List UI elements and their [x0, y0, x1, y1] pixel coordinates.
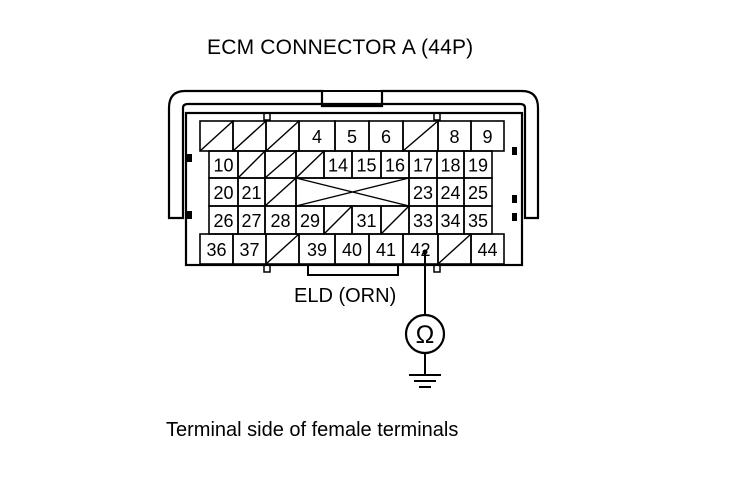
terminal-number-26: 26: [213, 211, 233, 231]
terminal-number-14: 14: [328, 156, 348, 176]
terminal-number-21: 21: [241, 183, 261, 203]
terminal-number-41: 41: [376, 240, 396, 260]
connector-housing: [167, 89, 540, 220]
side-key-left-lower: [187, 211, 192, 219]
ground-icon: [409, 374, 441, 388]
terminal-number-9: 9: [482, 127, 492, 147]
unused-terminal-slash: [402, 120, 439, 152]
unused-terminal-slash: [232, 120, 267, 152]
side-key-right-lower: [512, 213, 517, 221]
unused-terminal-slash: [199, 120, 234, 152]
terminal-grid: 4 5 6 8 9 10 14 15 16 17 18 19 20 21 23 24 25 26 27 28 29 31 3…: [199, 120, 505, 265]
bottom-key-left: [263, 264, 271, 273]
probe-point: [422, 249, 428, 255]
terminal-number-25: 25: [468, 183, 488, 203]
terminal-number-28: 28: [270, 211, 290, 231]
terminal-number-23: 23: [413, 183, 433, 203]
unused-terminal-slash: [237, 150, 266, 179]
terminal-number-29: 29: [300, 211, 320, 231]
unused-terminal-slash: [265, 233, 300, 265]
terminal-number-36: 36: [206, 240, 226, 260]
unused-terminal-slash: [437, 233, 472, 265]
terminal-number-19: 19: [468, 156, 488, 176]
terminal-number-15: 15: [356, 156, 376, 176]
diagram-caption: Terminal side of female terminals: [166, 419, 459, 441]
unused-terminal-slash: [265, 120, 300, 152]
side-key-right-upper: [512, 147, 517, 155]
terminal-number-4: 4: [312, 127, 322, 147]
terminal-number-44: 44: [477, 240, 497, 260]
terminal-number-33: 33: [413, 211, 433, 231]
terminal-number-34: 34: [440, 211, 460, 231]
top-latch: [321, 90, 383, 107]
terminal-number-27: 27: [241, 211, 261, 231]
terminal-number-39: 39: [307, 240, 327, 260]
terminal-number-37: 37: [239, 240, 259, 260]
terminal-number-6: 6: [381, 127, 391, 147]
top-key-left: [263, 112, 271, 121]
probe-label: ELD (ORN): [294, 285, 396, 307]
unused-terminal-slash: [295, 150, 325, 179]
side-key-left-upper: [187, 154, 192, 162]
unused-terminal-slash: [264, 150, 297, 179]
unused-terminal-slash: [264, 177, 297, 207]
terminal-number-20: 20: [213, 183, 233, 203]
terminal-number-35: 35: [468, 211, 488, 231]
unused-terminal-slash: [380, 205, 410, 235]
terminal-number-42: 42: [410, 240, 430, 260]
terminal-number-16: 16: [385, 156, 405, 176]
merged-region-cross-b: [295, 177, 410, 207]
side-key-right-mid: [512, 195, 517, 203]
connector-body: [184, 111, 524, 267]
terminal-number-24: 24: [440, 183, 460, 203]
bottom-key-right: [433, 264, 441, 273]
unused-terminal-slash: [323, 205, 353, 235]
diagram-title: ECM CONNECTOR A (44P): [207, 36, 474, 59]
terminal-number-17: 17: [413, 156, 433, 176]
terminal-number-10: 10: [213, 156, 233, 176]
merged-blank-region: [295, 177, 410, 207]
ohm-symbol: Ω: [416, 321, 435, 349]
terminal-number-31: 31: [356, 211, 376, 231]
terminal-number-5: 5: [347, 127, 357, 147]
ohmmeter-icon: Ω: [404, 313, 446, 355]
terminal-number-8: 8: [449, 127, 459, 147]
terminal-number-18: 18: [440, 156, 460, 176]
top-key-right: [433, 112, 441, 121]
bottom-latch: [307, 265, 399, 276]
terminal-cell: [470, 233, 505, 265]
terminal-number-40: 40: [342, 240, 362, 260]
